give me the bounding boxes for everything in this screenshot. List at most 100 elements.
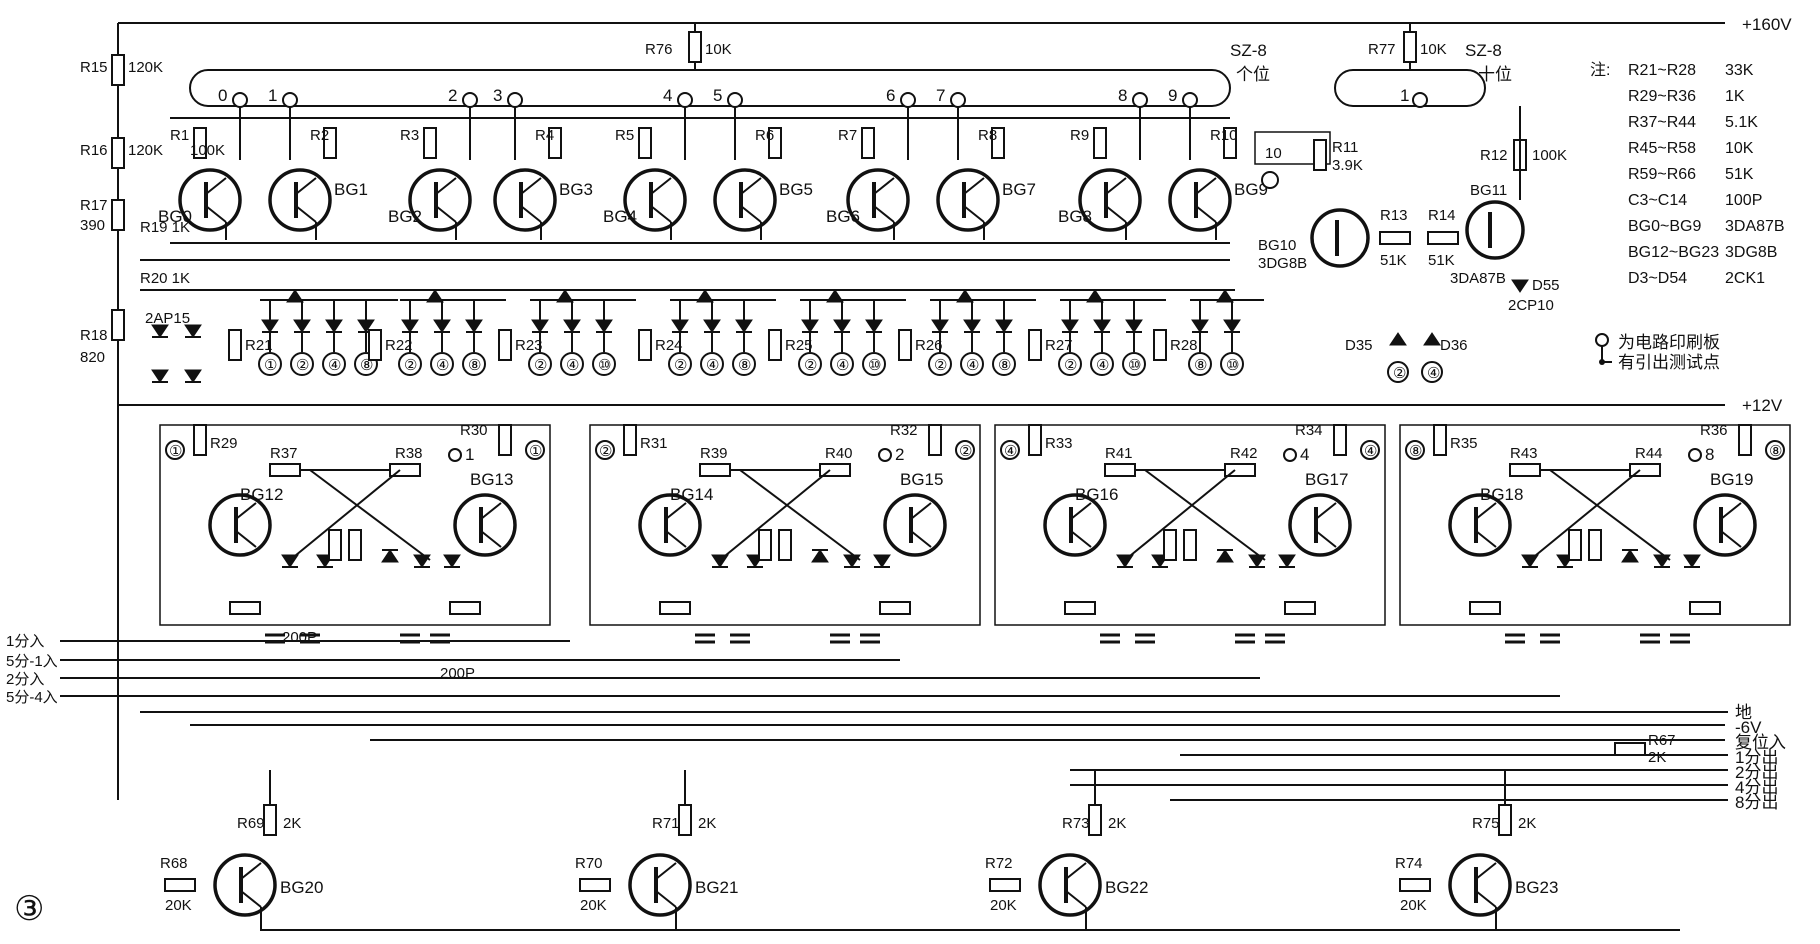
resistor-label-R24: R24 [655, 337, 683, 354]
diode [1223, 319, 1241, 333]
test-point [955, 440, 975, 460]
resistor [1028, 329, 1042, 361]
left-inputs: 1分入 5分-1入 2分入 5分-4入 [6, 633, 1560, 706]
r76-label: R76 [645, 41, 673, 58]
output-terminal [448, 448, 462, 462]
resistor [368, 329, 382, 361]
legend-text-1: 为电路印刷板 [1618, 333, 1720, 352]
resistor [1568, 529, 1582, 561]
diode [1116, 554, 1134, 568]
r77-value: 10K [1420, 41, 1447, 58]
diode [595, 319, 613, 333]
transistor [268, 168, 332, 232]
transistor-label-BG4: BG4 [603, 207, 637, 226]
test-point [798, 352, 822, 376]
resistor-label-R26: R26 [915, 337, 943, 354]
transistor [178, 168, 242, 232]
transistor [936, 168, 1000, 232]
note-value: 51K [1725, 166, 1754, 183]
notes-prefix: 注: [1590, 61, 1610, 79]
transistor-label-BG9: BG9 [1234, 180, 1268, 199]
r18-label: R18 [80, 327, 108, 344]
transistor [623, 168, 687, 232]
resistor [498, 424, 512, 456]
transistor-label-BG3: BG3 [559, 180, 593, 199]
test-point [830, 352, 854, 376]
resistor [768, 127, 782, 159]
units-tube: SZ-8 个位 [189, 41, 1270, 107]
resistor-R37: R37 [270, 445, 298, 462]
code-④: ④ [566, 357, 579, 374]
code-④: ④ [1096, 357, 1109, 374]
diode [401, 319, 419, 333]
resistor [1104, 463, 1136, 477]
d55-value: 2CP10 [1508, 297, 1554, 314]
flipflop-mark: ① [169, 443, 182, 460]
diode [1248, 554, 1266, 568]
resistor-R70: R70 [575, 855, 603, 872]
input-2-label: 5分-1入 [6, 653, 58, 670]
test-point [430, 352, 454, 376]
resistor-label-R27: R27 [1045, 337, 1073, 354]
r19-label: R19 1K [140, 219, 190, 236]
code-⑧: ⑧ [1194, 357, 1207, 374]
resistor [1469, 601, 1501, 615]
diode [1521, 554, 1539, 568]
resistor [328, 529, 342, 561]
tube-pin [462, 92, 478, 108]
resistor-label-R22: R22 [385, 337, 413, 354]
resistor-R74: R74 [1395, 855, 1423, 872]
diode [293, 319, 311, 333]
diode [325, 319, 343, 333]
transistor [1693, 493, 1757, 557]
test-point [668, 352, 692, 376]
tube-pin [1132, 92, 1148, 108]
legend-text-2: 有引出测试点 [1618, 353, 1720, 372]
transistor-BG18: BG18 [1480, 485, 1523, 504]
test-point [525, 440, 545, 460]
diode [1278, 554, 1296, 568]
c1-value: 200P [282, 629, 317, 646]
resistor-R40: R40 [825, 445, 853, 462]
resistor [991, 127, 1005, 159]
tube-digit-4: 4 [663, 86, 672, 105]
tens-tube-model: SZ-8 [1465, 41, 1502, 60]
transistor [1043, 493, 1107, 557]
flipflop-output: 2 [895, 445, 904, 464]
resistor-R69: R69 [237, 815, 265, 832]
resistor [638, 127, 652, 159]
resistor [1433, 424, 1447, 456]
resistor-R34: R34 [1295, 422, 1323, 439]
resistor-label-R10: R10 [1210, 127, 1238, 144]
test-point [290, 352, 314, 376]
r1-value: 100K [190, 142, 225, 159]
test-point [1000, 440, 1020, 460]
note-value: 3DG8B [1725, 244, 1777, 261]
note-range: R37~R44 [1628, 114, 1696, 131]
diode [963, 319, 981, 333]
decoder-transistors: 0R1BG01R2BG12R3BG23R4BG34R5BG45R6BG56R7B… [140, 86, 1428, 261]
resistor-R31: R31 [640, 435, 668, 452]
diode [931, 319, 949, 333]
resistor [263, 804, 277, 836]
code-⑩: ⑩ [868, 357, 881, 374]
test-point [928, 352, 952, 376]
units-tube-position: 个位 [1236, 65, 1270, 84]
resistor [449, 601, 481, 615]
diode [1086, 289, 1104, 303]
flipflop-box [1399, 424, 1791, 626]
resistor-R75: R75 [1472, 815, 1500, 832]
diode [865, 319, 883, 333]
test-point [992, 352, 1016, 376]
resistor-R72: R72 [985, 855, 1013, 872]
resistor [164, 878, 196, 892]
resistor [1498, 804, 1512, 836]
transistor-BG21: BG21 [695, 878, 738, 897]
transistor-BG19: BG19 [1710, 470, 1753, 489]
code-②: ② [1064, 357, 1077, 374]
test-point [700, 352, 724, 376]
resistor-label-R28: R28 [1170, 337, 1198, 354]
diode [381, 549, 399, 563]
diode [735, 319, 753, 333]
transistor [208, 493, 272, 557]
